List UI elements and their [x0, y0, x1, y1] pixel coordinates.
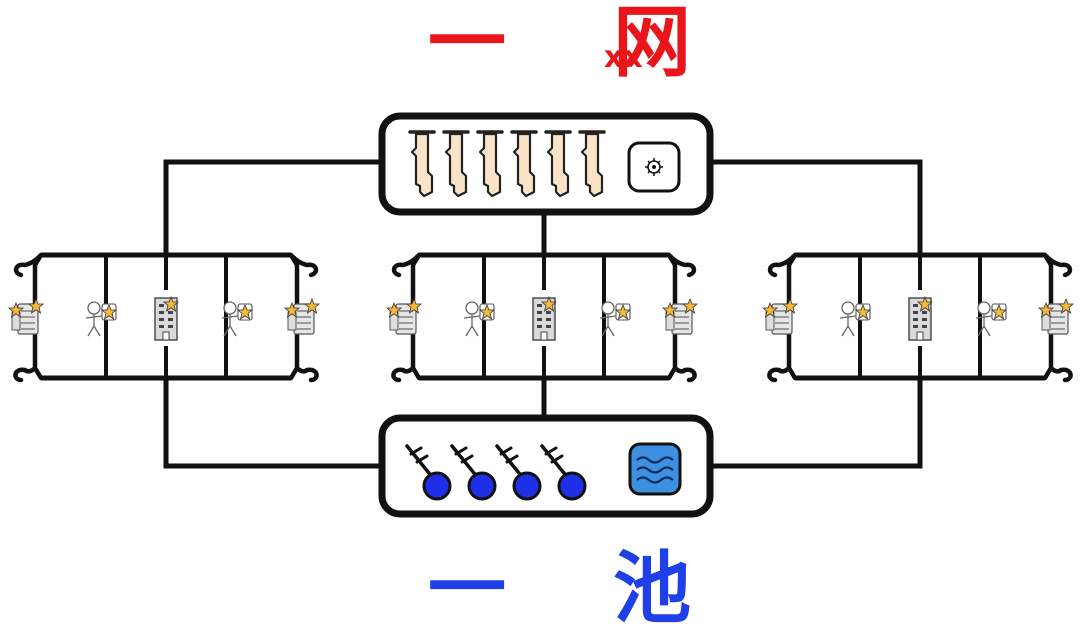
- building-star-icon: [909, 297, 932, 340]
- server-star-icon: [663, 299, 697, 334]
- left-group: [9, 255, 319, 380]
- bottom-pool-box: [382, 418, 710, 514]
- top-label-inner-text: xx: [604, 40, 643, 75]
- top-label-text: 一 网: [428, 0, 731, 88]
- water-icon: [630, 444, 680, 494]
- server-star-icon: [285, 299, 319, 334]
- top-label: 一 网: [428, 4, 731, 82]
- server-star-icon: [9, 299, 43, 334]
- top-key-box: [382, 116, 710, 212]
- building-star-icon: [155, 297, 178, 340]
- bottom-label: 一 池: [428, 550, 731, 628]
- bottom-label-text: 一 池: [428, 544, 731, 634]
- top-label-inner: xx: [604, 40, 643, 75]
- middle-group: [387, 255, 697, 380]
- building-star-icon: [533, 297, 556, 340]
- right-group: [763, 255, 1073, 380]
- server-star-icon: [763, 299, 797, 334]
- groups: [9, 255, 1073, 380]
- person-star-icon: [840, 302, 870, 336]
- gear-icon: [629, 143, 679, 191]
- person-star-icon: [86, 302, 116, 336]
- server-star-icon: [1039, 299, 1073, 334]
- person-star-icon: [464, 302, 494, 336]
- server-star-icon: [387, 299, 421, 334]
